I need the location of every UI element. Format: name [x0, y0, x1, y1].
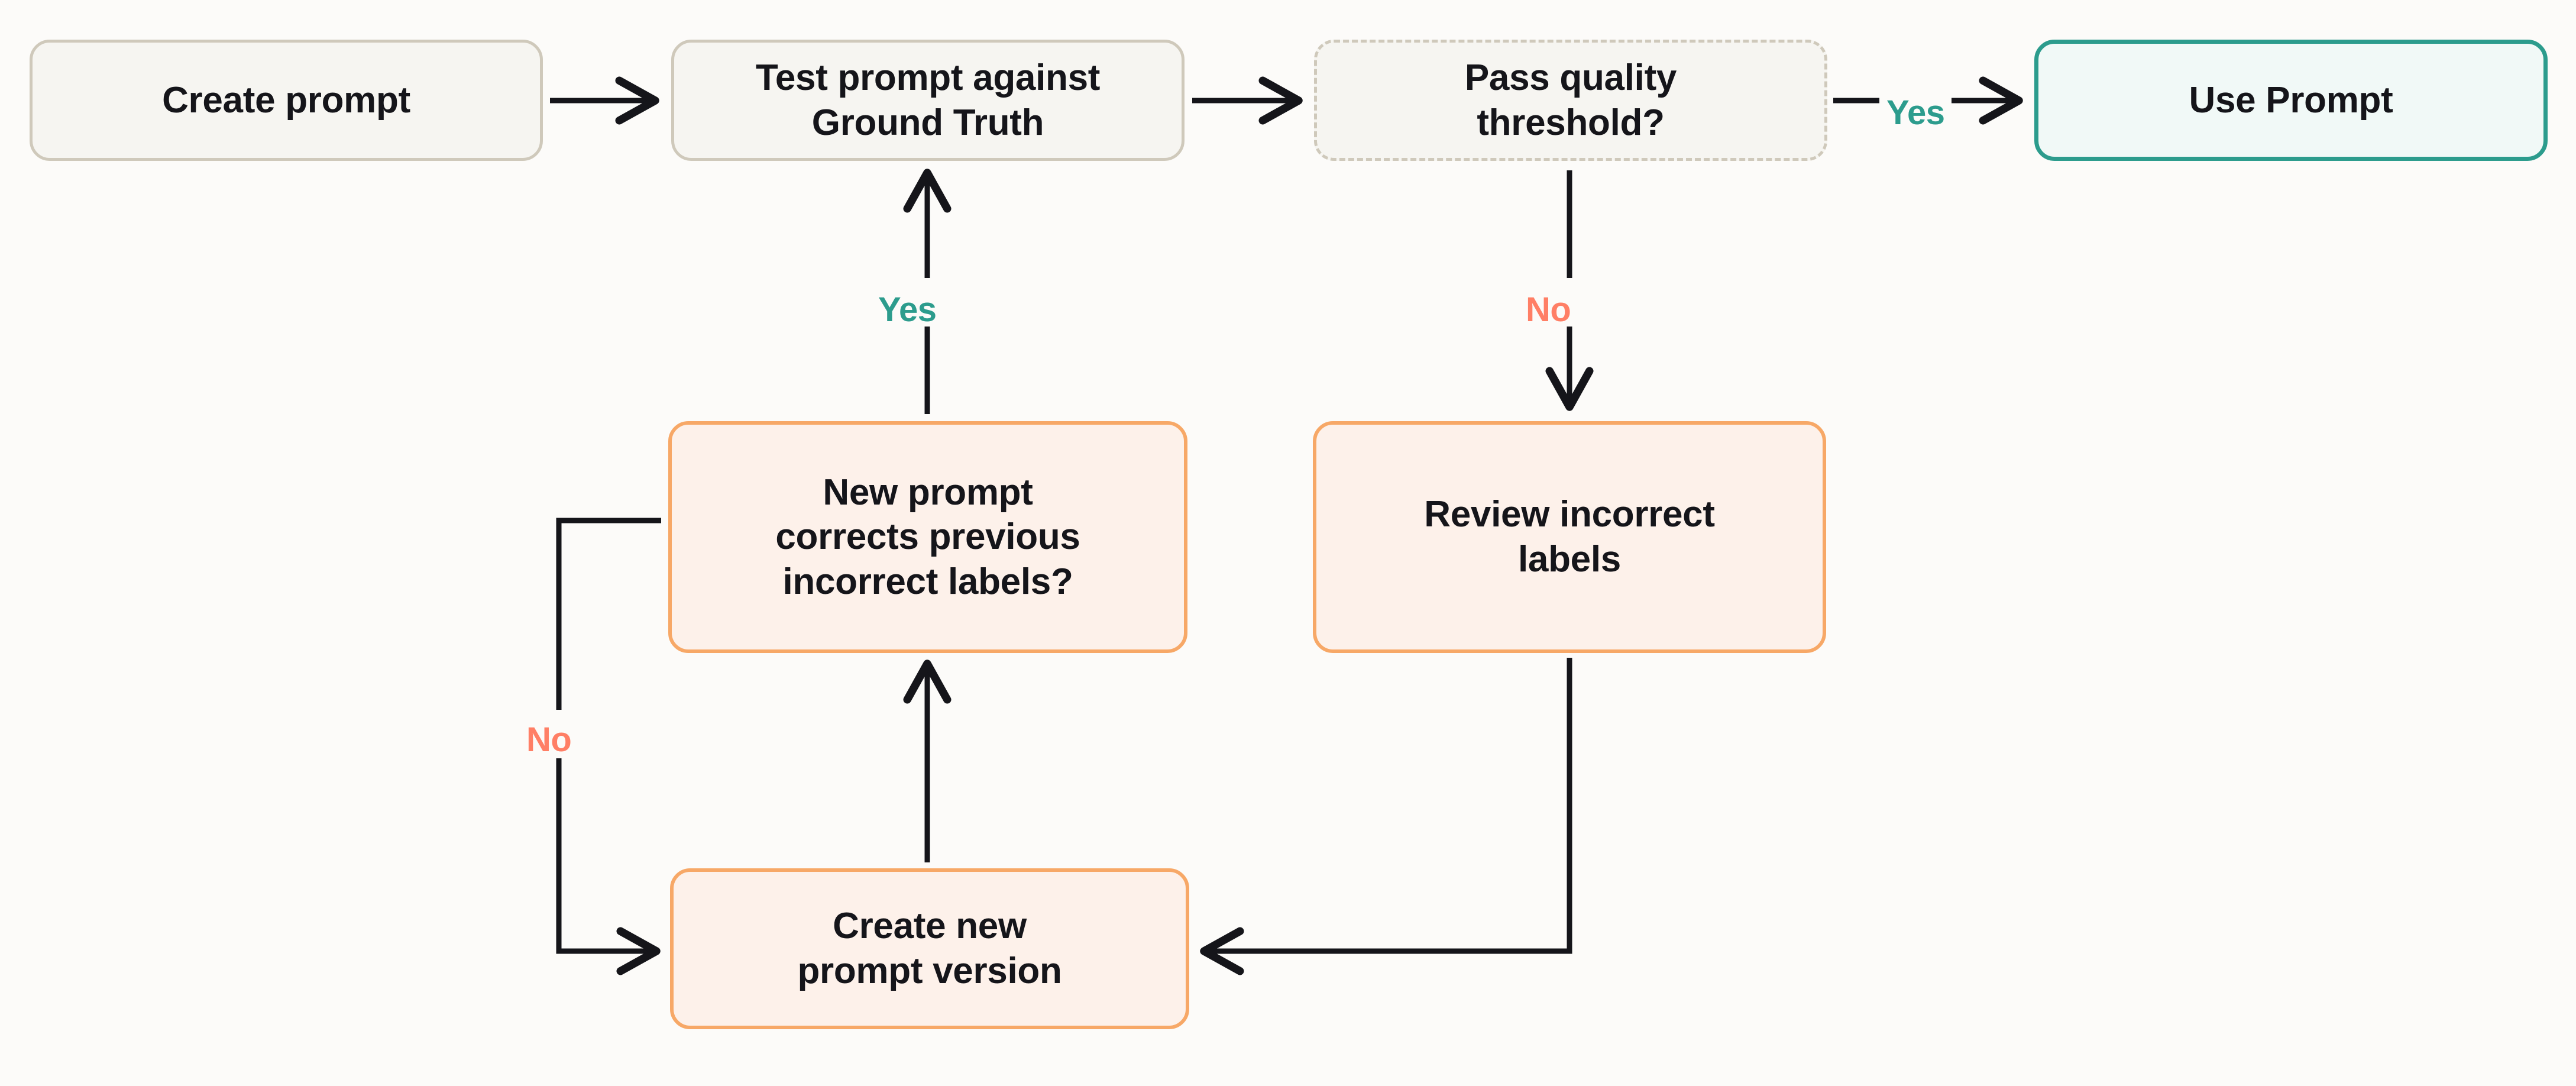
edge-review-to-version — [1200, 658, 1572, 975]
edge-corrects-to-version-a — [556, 518, 661, 710]
edge-label-no-to-review-labels: No — [1526, 290, 1571, 329]
edge-label-no-to-create-version: No — [526, 720, 572, 759]
node-use-prompt[interactable]: Use Prompt — [2034, 40, 2548, 161]
node-create-prompt[interactable]: Create prompt — [30, 40, 543, 161]
node-review-incorrect-labels[interactable]: Review incorrect labels — [1313, 421, 1826, 653]
node-create-new-prompt-version[interactable]: Create new prompt version — [670, 868, 1189, 1029]
node-new-corrects-label: New prompt corrects previous incorrect l… — [775, 471, 1080, 602]
edge-corrects-to-version-b — [556, 758, 661, 975]
node-review-labels-label: Review incorrect labels — [1424, 494, 1715, 580]
node-test-prompt-label: Test prompt against Ground Truth — [755, 57, 1101, 143]
node-pass-quality-threshold[interactable]: Pass quality threshold? — [1314, 40, 1827, 161]
node-test-prompt-against-ground-truth[interactable]: Test prompt against Ground Truth — [671, 40, 1185, 161]
edge-label-yes-to-use-prompt: Yes — [1886, 93, 1945, 132]
node-use-prompt-label: Use Prompt — [2189, 79, 2393, 121]
node-new-prompt-corrects-previous-incorrect-labels[interactable]: New prompt corrects previous incorrect l… — [668, 421, 1187, 653]
node-create-version-label: Create new prompt version — [797, 906, 1062, 991]
edge-label-yes-to-test-prompt: Yes — [878, 290, 937, 329]
node-create-prompt-label: Create prompt — [162, 79, 410, 121]
node-pass-quality-label: Pass quality threshold? — [1464, 57, 1677, 143]
